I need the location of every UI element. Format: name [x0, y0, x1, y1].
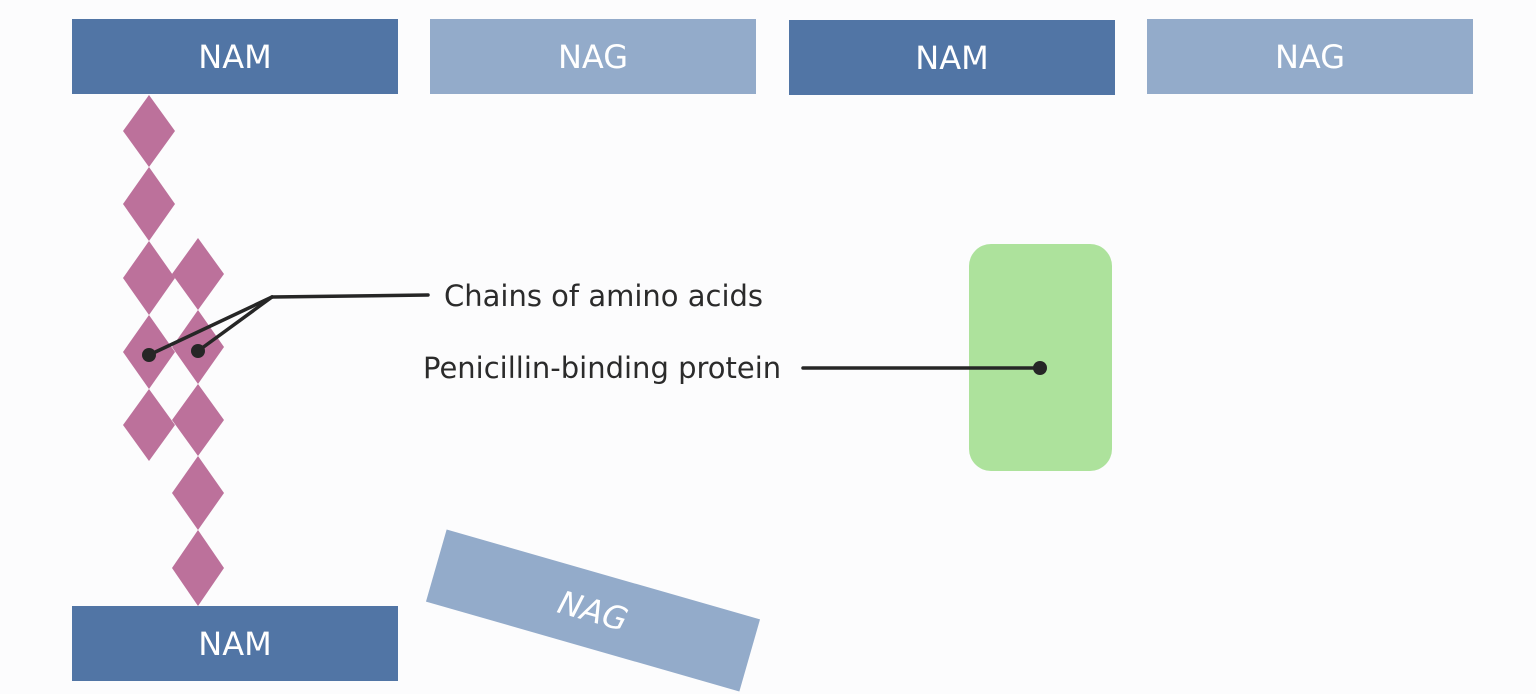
amino-acid-chain-right	[172, 238, 224, 606]
amino-acid-diamond	[123, 389, 175, 461]
pbp-dot	[1033, 361, 1047, 375]
penicillin-binding-protein	[969, 244, 1112, 471]
nag-block-top-4: NAG	[1147, 19, 1473, 94]
amino-acid-diamond	[172, 238, 224, 310]
amino-acid-diamond	[172, 530, 224, 606]
nag-block-top-2: NAG	[430, 19, 756, 94]
pbp-label: Penicillin-binding protein	[423, 351, 782, 385]
amino-acid-diamond	[172, 456, 224, 530]
amino-acid-diamond	[123, 95, 175, 167]
amino-acid-diamond	[172, 384, 224, 456]
nam-block-top-1: NAM	[72, 19, 398, 94]
nam-block-bottom: NAM	[72, 606, 398, 681]
amino-acid-diamond	[123, 167, 175, 241]
amino-chain-dot	[191, 344, 205, 358]
nam-block-top-3: NAM	[789, 20, 1115, 95]
amino-chains-leader	[147, 293, 430, 357]
amino-chain-dot	[142, 348, 156, 362]
amino-chains-label: Chains of amino acids	[444, 279, 764, 313]
amino-acid-diamond	[123, 241, 175, 315]
amino-acid-chain-left	[123, 95, 175, 461]
